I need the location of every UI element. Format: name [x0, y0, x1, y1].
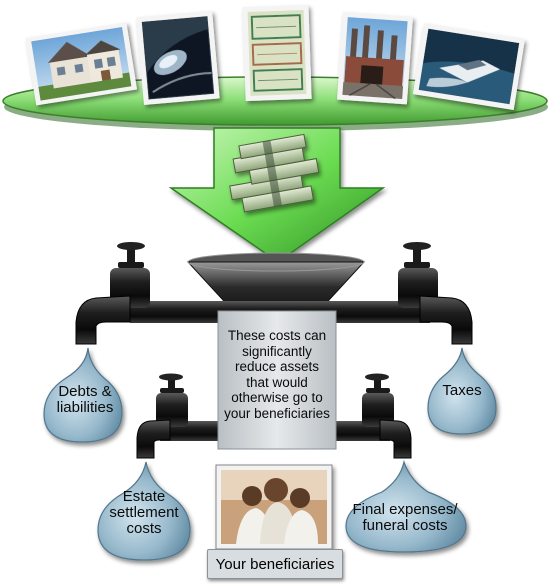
center-line-5: otherwise go to	[231, 390, 323, 406]
beneficiaries-caption: Your beneficiaries	[207, 549, 343, 579]
taxes-label: Taxes	[428, 382, 496, 399]
debts-line-1: Debts &	[58, 383, 112, 400]
lower-right-faucet	[362, 373, 412, 459]
drop-final-expenses	[345, 459, 467, 553]
estate-line-3: costs	[126, 520, 162, 538]
center-line-1: These costs can	[227, 328, 327, 343]
center-line-4: that would	[246, 374, 308, 390]
center-panel-text: These costs can significantly reduce ass…	[218, 328, 336, 421]
drop-estate	[97, 461, 191, 561]
business-building-photo-icon	[337, 11, 413, 105]
estate-line-2: settlement	[109, 504, 179, 522]
estate-label: Estate settlement costs	[98, 488, 190, 538]
cash-stack-icon	[229, 133, 320, 213]
stock-certificates-photo-icon	[242, 4, 312, 102]
center-line-2: significantly	[242, 343, 312, 359]
center-line-6: your beneficiaries	[224, 405, 330, 421]
center-panel	[217, 310, 337, 450]
family-photo-icon	[215, 464, 333, 550]
house-photo-icon	[25, 22, 137, 106]
debts-label: Debts & liabilities	[46, 383, 124, 417]
taxes-line-1: Taxes	[442, 382, 482, 399]
drop-taxes	[427, 347, 497, 435]
boat-photo-icon	[412, 22, 525, 111]
final-expenses-label: Final expenses/ funeral costs	[344, 501, 466, 535]
final-expenses-line-2: funeral costs	[362, 517, 448, 535]
drop-debts	[43, 347, 123, 443]
upper-left-faucet	[75, 242, 150, 345]
estate-line-1: Estate	[122, 488, 166, 505]
center-line-3: reduce assets	[234, 359, 320, 375]
debts-line-2: liabilities	[56, 399, 114, 417]
lower-left-faucet	[136, 373, 188, 459]
upper-right-faucet	[398, 242, 473, 345]
final-expenses-line-1: Final expenses/	[352, 501, 458, 518]
car-photo-icon	[136, 10, 220, 105]
